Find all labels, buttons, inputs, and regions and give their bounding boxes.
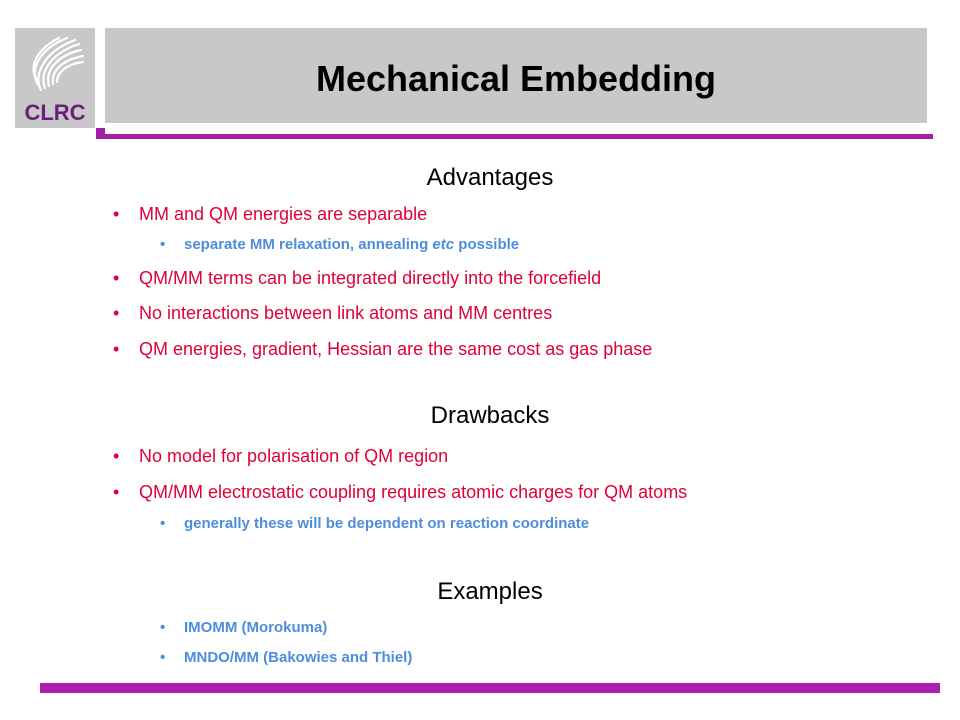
accent-rule-bottom — [40, 683, 940, 693]
list-item-text: QM energies, gradient, Hessian are the s… — [139, 339, 653, 359]
drawbacks-heading: Drawbacks — [430, 402, 550, 429]
accent-rule-top — [105, 134, 933, 139]
bullet: • — [160, 649, 166, 666]
list-item-text: No interactions between link atoms and M… — [139, 303, 553, 323]
bullet: • — [160, 619, 166, 636]
sub-list-item-text: separate MM relaxation, annealing etc po… — [184, 236, 520, 253]
sub-list-item-text: MNDO/MM (Bakowies and Thiel) — [184, 649, 413, 666]
clrc-swirl-logo-icon — [32, 36, 85, 92]
sub-list-item-text: generally these will be dependent on rea… — [184, 515, 590, 532]
bullet: • — [160, 236, 166, 253]
bullet: • — [113, 482, 120, 502]
bullet: • — [113, 268, 120, 288]
examples-heading: Examples — [437, 578, 543, 605]
sub-list-item-text: IMOMM (Morokuma) — [184, 619, 328, 636]
bullet: • — [113, 446, 120, 466]
logo-text: CLRC — [24, 100, 86, 125]
list-item-text: QM/MM electrostatic coupling requires at… — [139, 482, 688, 502]
bullet: • — [113, 339, 120, 359]
list-item-text: MM and QM energies are separable — [139, 204, 428, 224]
accent-rule-joint — [96, 128, 105, 139]
bullet: • — [160, 515, 166, 532]
list-item-text: QM/MM terms can be integrated directly i… — [139, 268, 602, 288]
bullet: • — [113, 303, 120, 323]
title-bar — [105, 28, 927, 123]
advantages-heading: Advantages — [426, 164, 554, 191]
bullet: • — [113, 204, 120, 224]
list-item-text: No model for polarisation of QM region — [139, 446, 449, 466]
clrc-logo: CLRC — [15, 28, 95, 128]
slide-title: Mechanical Embedding — [315, 58, 717, 99]
